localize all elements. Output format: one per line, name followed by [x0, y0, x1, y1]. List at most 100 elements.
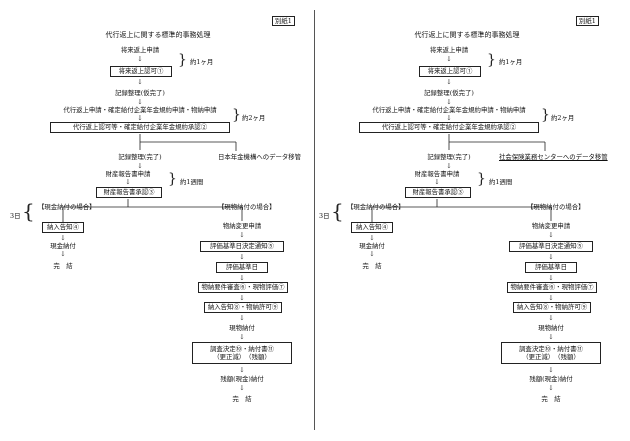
decision-line2: （更正減） （残額）: [522, 353, 580, 361]
arrow-down-icon: ↓: [239, 274, 245, 282]
arrow-down-icon: ↓: [434, 178, 440, 186]
step-record1: 記録整理(仮完了): [424, 89, 474, 97]
arrow-down-icon: ↓: [548, 253, 554, 261]
brace-left-icon: {: [22, 199, 35, 223]
goods-pay: 現物納付: [538, 324, 564, 332]
arrow-down-icon: ↓: [446, 78, 452, 86]
box-permit: 納入告知⑧・物納許可⑨: [513, 302, 591, 313]
box-eval-date: 評価基準日: [525, 262, 577, 273]
box-decision: 調査決定⑩・納付書⑪ （更正減） （残額）: [501, 342, 601, 364]
arrow-down-icon: ↓: [137, 78, 143, 86]
cash-pay: 現金納付: [359, 242, 385, 250]
done-goods: 完 結: [232, 395, 252, 403]
arrow-down-icon: ↓: [239, 384, 245, 392]
arrow-down-icon: ↓: [548, 333, 554, 341]
brace-left-icon: {: [331, 199, 344, 223]
step-record1: 記録整理(仮完了): [115, 89, 165, 97]
period-2: 約2ヶ月: [551, 114, 575, 122]
box-eval-date: 評価基準日: [216, 262, 268, 273]
done-goods: 完 結: [541, 395, 561, 403]
box-notice5: 評価基準日決定通知⑤: [200, 241, 284, 252]
arrow-down-icon: ↓: [137, 114, 143, 122]
goods-change: 物納変更申請: [222, 222, 262, 230]
step-apply: 将来返上申請: [120, 46, 160, 54]
data-transfer: 日本年金機構へのデータ移管: [218, 153, 302, 161]
arrow-down-icon: ↓: [60, 250, 66, 258]
box-approve3: 財産報告書承認③: [405, 187, 471, 198]
box-review: 物納要件審査⑥・現物評価⑦: [198, 282, 288, 293]
goods-case-label: 【現物納付の場合】: [527, 203, 585, 211]
brace-icon: }: [477, 171, 486, 187]
decision-line1: 調査決定⑩・納付書⑪: [210, 345, 274, 353]
goods-pay: 現物納付: [229, 324, 255, 332]
arrow-down-icon: ↓: [125, 178, 131, 186]
box-permit: 納入告知⑧・物納許可⑨: [204, 302, 282, 313]
period-3: 約1週間: [489, 178, 513, 186]
cash-pay: 現金納付: [50, 242, 76, 250]
attachment-tag: 別紙1: [576, 16, 599, 26]
doc-title: 代行返上に関する標準的事務処理: [105, 31, 211, 39]
arrow-down-icon: ↓: [60, 234, 66, 242]
data-transfer: 社会保険業務センターへのデータ移管: [499, 153, 608, 161]
arrow-down-icon: ↓: [239, 314, 245, 322]
right-panel: 別紙1 代行返上に関する標準的事務処理 将来返上申請 ↓ 将来返上認可① } 約…: [315, 0, 630, 441]
arrow-down-icon: ↓: [369, 250, 375, 258]
arrow-down-icon: ↓: [239, 231, 245, 239]
arrow-down-icon: ↓: [446, 114, 452, 122]
arrow-down-icon: ↓: [548, 294, 554, 302]
step-apply2: 代行返上申請・確定給付企業年金規約申請・物納申請: [372, 106, 526, 114]
box-approve1: 将来返上認可①: [419, 66, 481, 77]
brace-icon: }: [232, 107, 241, 123]
done-cash: 完 結: [53, 262, 73, 270]
arrow-down-icon: ↓: [548, 366, 554, 374]
box-approve1: 将来返上認可①: [110, 66, 172, 77]
arrow-down-icon: ↓: [239, 366, 245, 374]
doc-title: 代行返上に関する標準的事務処理: [414, 31, 520, 39]
period-2: 約2ヶ月: [242, 114, 266, 122]
period-1: 約1ヶ月: [190, 58, 214, 66]
step-apply2: 代行返上申請・確定給付企業年金規約申請・物納申請: [63, 106, 217, 114]
panel-divider: [314, 10, 315, 430]
step-report: 財産報告書申請: [105, 170, 151, 178]
decision-line1: 調査決定⑩・納付書⑪: [519, 345, 583, 353]
box-review: 物納要件審査⑥・現物評価⑦: [507, 282, 597, 293]
arrow-down-icon: ↓: [137, 55, 143, 63]
step-report: 財産報告書申請: [414, 170, 460, 178]
box-notice4: 納入告知④: [42, 222, 84, 233]
arrow-down-icon: ↓: [137, 98, 143, 106]
box-approve2: 代行返上認可等・確定給付企業年金規約承認②: [359, 122, 539, 133]
left-panel: 別紙1 代行返上に関する標準的事務処理 将来返上申請 ↓ 将来返上認可① } 約…: [10, 16, 302, 403]
box-decision: 調査決定⑩・納付書⑪ （更正減） （残額）: [192, 342, 292, 364]
brace-icon: }: [168, 171, 177, 187]
brace-icon: }: [178, 52, 187, 68]
box-notice5: 評価基準日決定通知⑤: [509, 241, 593, 252]
arrow-down-icon: ↓: [239, 333, 245, 341]
arrow-down-icon: ↓: [548, 314, 554, 322]
goods-case-label: 【現物納付の場合】: [218, 203, 276, 211]
arrow-down-icon: ↓: [446, 98, 452, 106]
arrow-down-icon: ↓: [548, 384, 554, 392]
attachment-tag: 別紙1: [272, 16, 295, 26]
rest-pay: 残額(現金)納付: [529, 375, 573, 383]
brace-icon: }: [541, 107, 550, 123]
arrow-down-icon: ↓: [369, 234, 375, 242]
box-approve3: 財産報告書承認③: [96, 187, 162, 198]
brace-icon: }: [487, 52, 496, 68]
flow-lines: [62, 134, 243, 222]
goods-change: 物納変更申請: [531, 222, 571, 230]
arrow-down-icon: ↓: [239, 253, 245, 261]
arrow-down-icon: ↓: [239, 294, 245, 302]
decision-line2: （更正減） （残額）: [213, 353, 271, 361]
days-label: 3日: [10, 212, 21, 220]
arrow-down-icon: ↓: [137, 162, 143, 170]
arrow-down-icon: ↓: [446, 55, 452, 63]
done-cash: 完 結: [362, 262, 382, 270]
rest-pay: 残額(現金)納付: [220, 375, 264, 383]
step-record2: 記録整理(完了): [427, 153, 471, 161]
period-3: 約1週間: [180, 178, 204, 186]
box-notice4: 納入告知④: [351, 222, 393, 233]
step-apply: 将来返上申請: [429, 46, 469, 54]
box-approve2: 代行返上認可等・確定給付企業年金規約承認②: [50, 122, 230, 133]
arrow-down-icon: ↓: [548, 231, 554, 239]
arrow-down-icon: ↓: [548, 274, 554, 282]
